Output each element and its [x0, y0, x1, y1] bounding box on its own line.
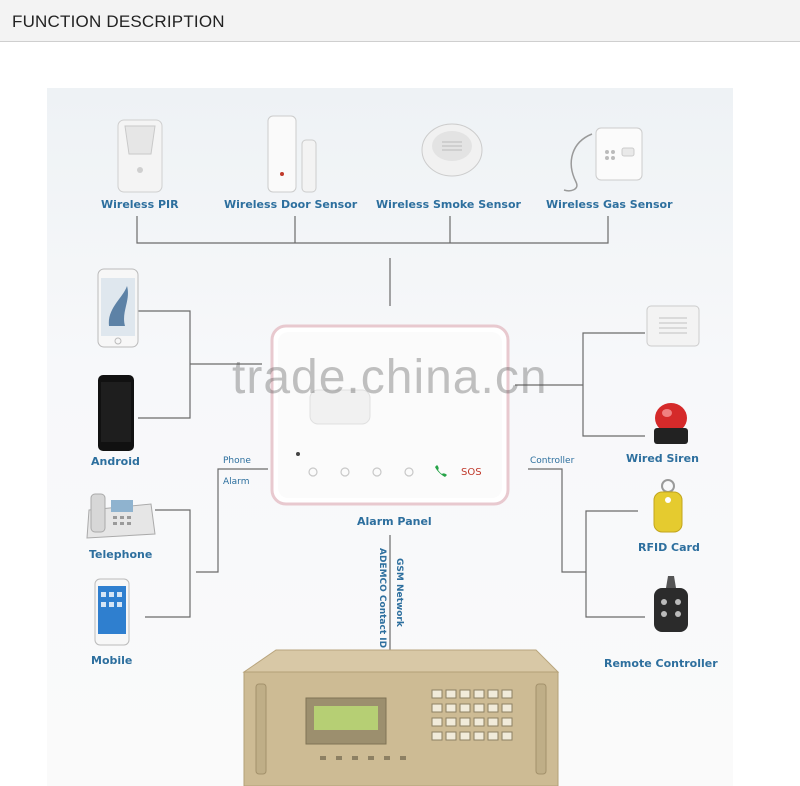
smoke-sensor-icon: [421, 123, 483, 177]
device-label-android: Android: [91, 455, 140, 468]
device-label-telephone: Telephone: [89, 548, 153, 561]
sensor-label-smoke: Wireless Smoke Sensor: [376, 198, 521, 211]
link-label-controller: Controller: [530, 456, 575, 466]
link-label-gsm: GSM Network: [394, 558, 404, 627]
device-label-rfid-card: RFID Card: [638, 541, 700, 554]
sensor-label-gas: Wireless Gas Sensor: [546, 198, 673, 211]
sos-key-label: SOS: [461, 467, 482, 478]
link-label-phone: Phone: [223, 456, 251, 466]
android-phone-icon: [98, 375, 134, 451]
telephone-icon: [86, 493, 156, 539]
link-label-ademco: ADEMCO Contact ID: [377, 548, 387, 649]
rfid-card-icon: [653, 479, 683, 533]
alarm-panel-icon: [270, 324, 510, 506]
device-label-mobile: Mobile: [91, 654, 133, 667]
gas-sensor-icon: [563, 127, 643, 192]
door-sensor-icon: [267, 115, 317, 193]
wired-siren-icon: [654, 403, 688, 444]
mobile-phone-icon: [94, 578, 130, 646]
pir-sensor-icon: [117, 119, 163, 193]
sensor-label-door: Wireless Door Sensor: [224, 198, 358, 211]
header-bar: FUNCTION DESCRIPTION: [0, 0, 800, 42]
sensor-label-pir: Wireless PIR: [101, 198, 179, 211]
smartphone-icon: [97, 268, 139, 348]
speaker-siren-icon: [646, 305, 700, 347]
watermark-text: trade.china.cn: [232, 351, 548, 404]
alarm-panel-label: Alarm Panel: [357, 515, 432, 528]
alarm-receiver-server-icon: [242, 649, 560, 786]
device-label-remote-controller: Remote Controller: [604, 657, 718, 670]
link-label-alarm: Alarm: [223, 477, 250, 487]
device-label-wired-siren: Wired Siren: [626, 452, 699, 465]
page-title: FUNCTION DESCRIPTION: [12, 12, 225, 31]
remote-controller-icon: [654, 576, 688, 632]
